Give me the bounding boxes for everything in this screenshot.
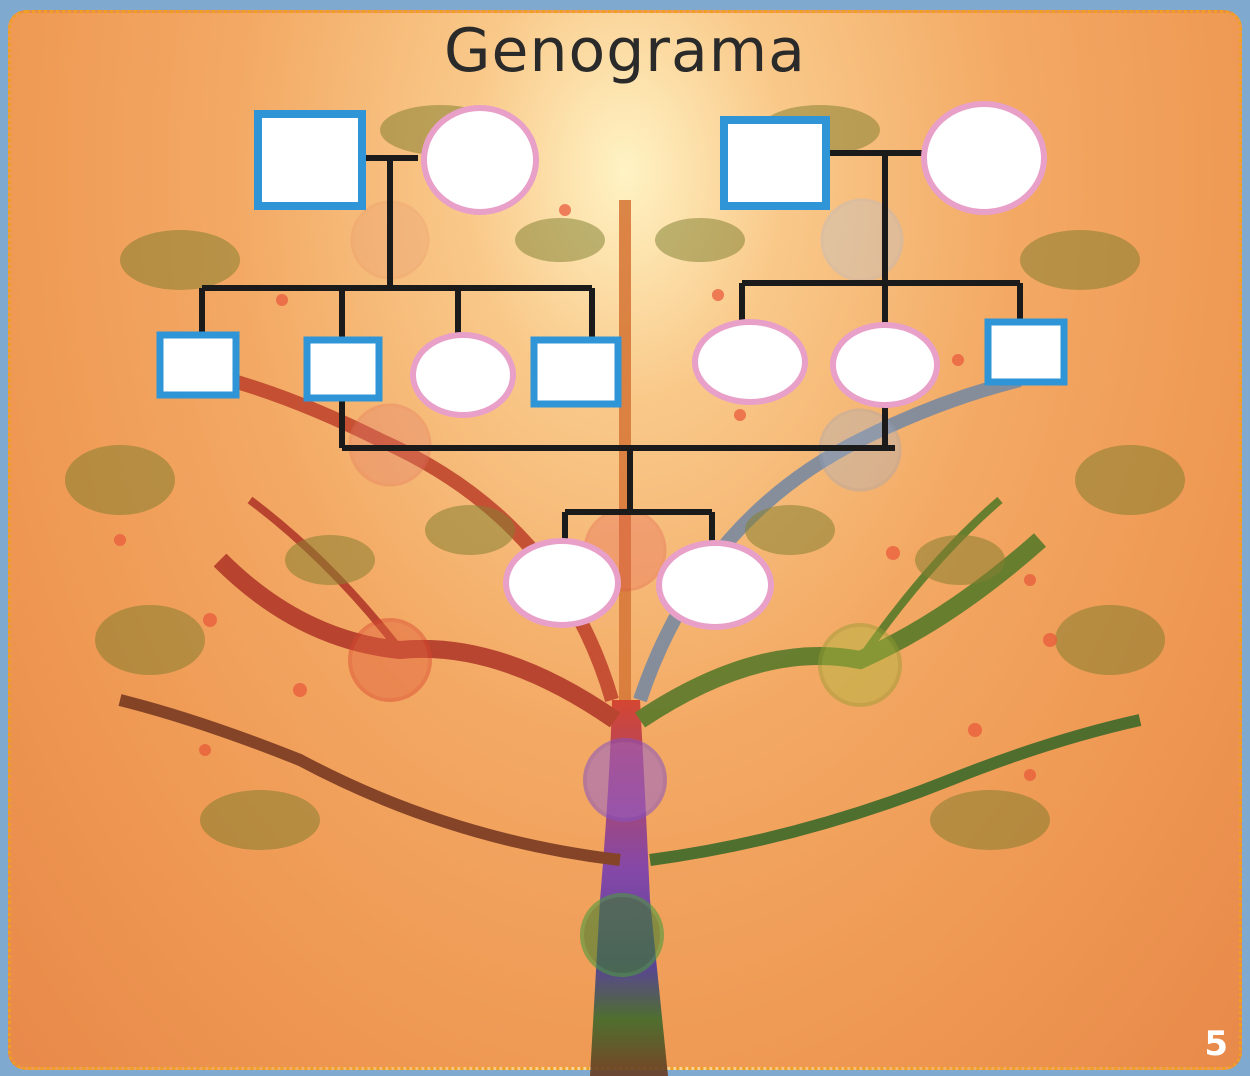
grandmother-paternal-circle[interactable] (424, 108, 536, 212)
mother-circle[interactable] (833, 325, 937, 405)
page-number: 5 (1204, 1024, 1228, 1064)
daughter-1-circle[interactable] (506, 541, 618, 625)
father-square[interactable] (307, 340, 379, 398)
paternal-aunt-circle[interactable] (413, 335, 513, 415)
tree-background (65, 105, 1185, 1076)
maternal-uncle-square[interactable] (988, 322, 1064, 382)
daughter-2-circle[interactable] (659, 543, 771, 627)
grandfather-paternal-square[interactable] (258, 114, 362, 206)
maternal-aunt-circle[interactable] (695, 322, 805, 402)
grandmother-maternal-circle[interactable] (924, 104, 1044, 212)
grandfather-maternal-square[interactable] (724, 120, 826, 206)
page-title: Genograma (0, 16, 1250, 86)
paternal-uncle-1-square[interactable] (160, 335, 236, 395)
paternal-uncle-2-square[interactable] (534, 340, 618, 404)
